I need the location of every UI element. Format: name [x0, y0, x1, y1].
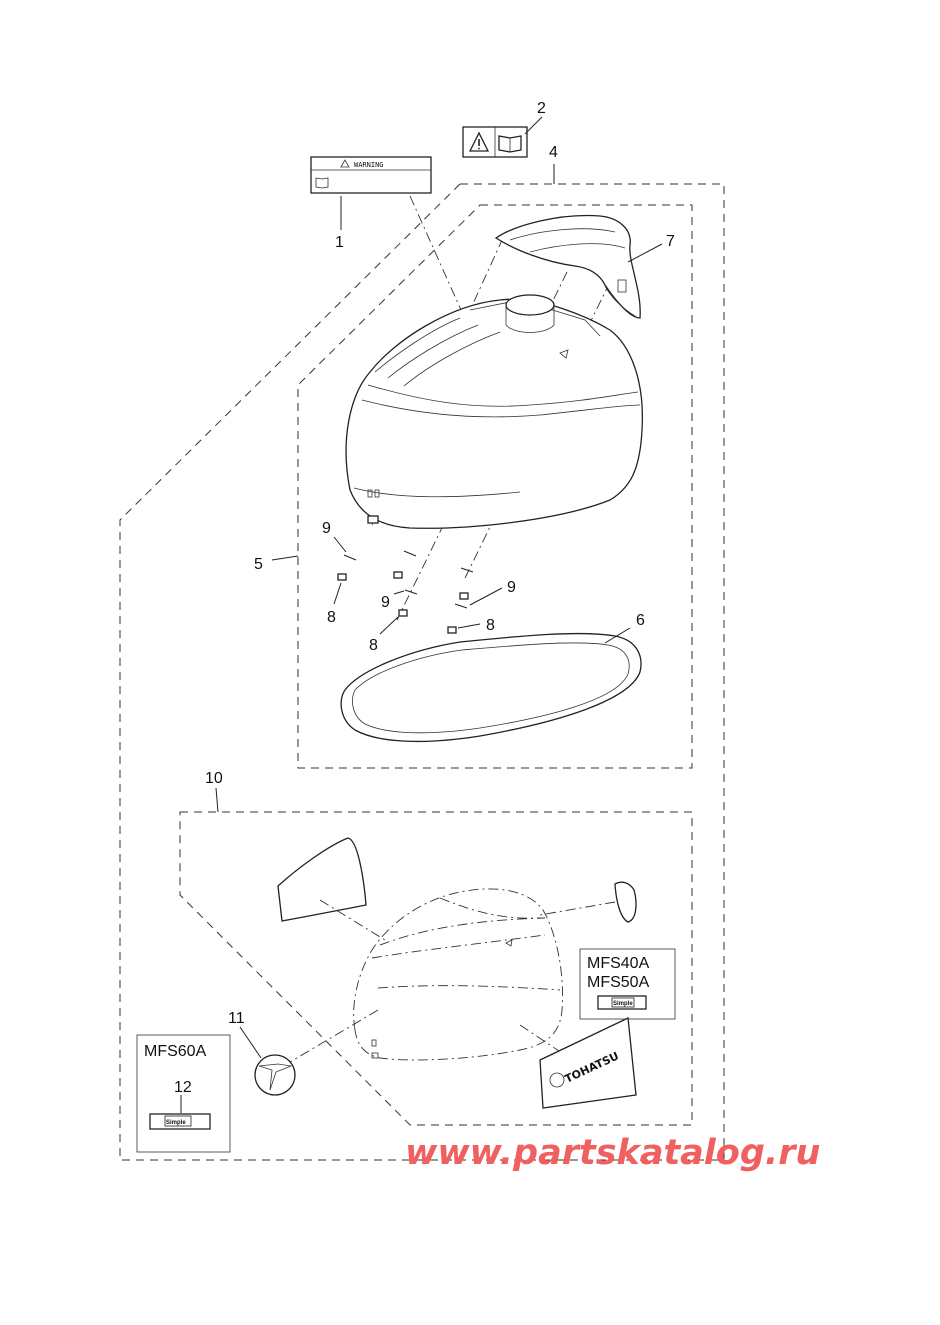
callout-9: 9 — [507, 579, 516, 596]
leader-5 — [271, 555, 299, 561]
decal-side-panel-left — [277, 837, 367, 922]
projection-line — [319, 899, 386, 941]
callout-4: 4 — [549, 144, 558, 161]
part-7-top-cover — [494, 214, 641, 319]
callout-9: 9 — [322, 520, 331, 537]
decal-brand: TOHATSU — [539, 1017, 637, 1109]
leader-7 — [627, 243, 663, 263]
model-box-mfs40a-mfs50a: MFS40A MFS50A Simple — [579, 948, 676, 1020]
badge-text: Simple — [613, 1001, 633, 1007]
group-4-outline — [119, 183, 725, 1161]
decal-side-panel-right — [614, 881, 637, 923]
leader-11 — [239, 1026, 262, 1059]
projection-line — [409, 195, 471, 331]
leader-8 — [333, 582, 342, 605]
group-5-outline — [297, 204, 693, 769]
part-1-warning-label: WARNING — [310, 156, 432, 194]
callout-2: 2 — [537, 100, 546, 117]
leader-6 — [604, 627, 631, 644]
leader-8 — [379, 616, 399, 635]
model-label-mfs50a: MFS50A — [587, 974, 650, 991]
leader-2 — [524, 116, 543, 135]
group-10-outline — [179, 811, 693, 1126]
leader-10 — [215, 787, 219, 813]
callout-10: 10 — [205, 770, 223, 787]
badge-text-60a: Simple — [166, 1120, 186, 1126]
part-9-pins — [343, 550, 474, 609]
model-label-mfs40a: MFS40A — [587, 955, 650, 972]
callout-7: 7 — [666, 233, 675, 250]
leader-9 — [393, 590, 405, 595]
leader-8 — [457, 623, 481, 629]
part-11-emblem — [254, 1054, 296, 1096]
part-5-top-cowling — [345, 294, 644, 529]
leader-9 — [333, 536, 347, 553]
callout-9: 9 — [381, 594, 390, 611]
callout-6: 6 — [636, 612, 645, 629]
model-label-mfs60a: MFS60A — [144, 1043, 207, 1060]
cowling-silhouette-decals — [353, 888, 563, 1061]
callout-8: 8 — [327, 609, 336, 626]
callout-11: 11 — [228, 1010, 245, 1027]
callout-1: 1 — [335, 234, 344, 251]
callout-5: 5 — [254, 556, 263, 573]
callout-8: 8 — [369, 637, 378, 654]
watermark: www.partskatalog.ru — [405, 1133, 821, 1173]
part-2-warning-pictogram — [462, 126, 528, 158]
part-8-grommets — [337, 571, 469, 634]
model-box-mfs60a: MFS60A Simple — [136, 1034, 231, 1153]
callout-8: 8 — [486, 617, 495, 634]
part-6-seal — [340, 632, 642, 743]
projection-line — [539, 901, 616, 916]
callout-12: 12 — [174, 1079, 192, 1096]
projection-line — [519, 1024, 563, 1054]
leader-9 — [469, 587, 503, 606]
warning-label-text: WARNING — [354, 161, 384, 169]
projection-line — [284, 1009, 379, 1066]
